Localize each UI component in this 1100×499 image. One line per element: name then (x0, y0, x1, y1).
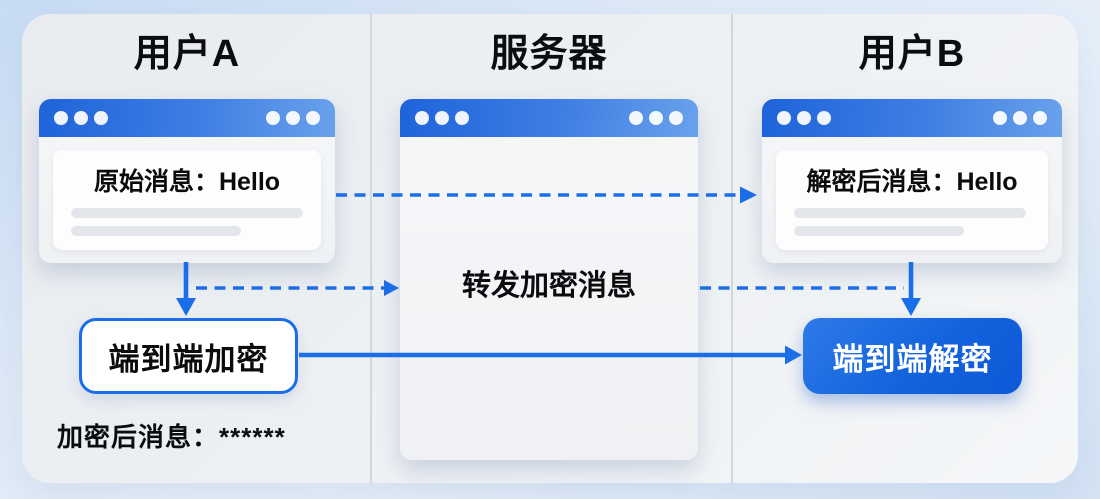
window-dot-icon (649, 111, 663, 125)
window-dot-icon (1033, 111, 1047, 125)
window-dot-icon (669, 111, 683, 125)
window-dots-left (777, 111, 831, 125)
encrypt-node: 端到端加密 (79, 318, 298, 394)
window-dot-icon (1013, 111, 1027, 125)
message-card-user-a: 原始消息：Hello (53, 150, 321, 250)
window-dot-icon (286, 111, 300, 125)
placeholder-line (71, 226, 241, 236)
window-dot-icon (455, 111, 469, 125)
placeholder-line (794, 208, 1026, 218)
window-dot-icon (817, 111, 831, 125)
window-dots-left (54, 111, 108, 125)
window-dots-right (993, 111, 1047, 125)
placeholder-line (794, 226, 964, 236)
forward-encrypted-message-label: 转发加密消息 (461, 270, 636, 302)
window-titlebar (400, 99, 698, 137)
decrypted-message-text: 解密后消息：Hello (806, 168, 1018, 196)
message-card-user-b: 解密后消息：Hello (776, 150, 1048, 250)
window-titlebar (39, 99, 335, 137)
window-dot-icon (74, 111, 88, 125)
window-dot-icon (777, 111, 791, 125)
window-dot-icon (435, 111, 449, 125)
window-dot-icon (54, 111, 68, 125)
window-dots-left (415, 111, 469, 125)
window-user-a: 原始消息：Hello (39, 99, 335, 263)
window-dots-right (266, 111, 320, 125)
column-header-user-a: 用户A (133, 33, 241, 75)
column-header-server: 服务器 (490, 33, 608, 75)
column-divider-right (731, 14, 733, 483)
window-dot-icon (266, 111, 280, 125)
window-dot-icon (306, 111, 320, 125)
column-header-user-b: 用户B (858, 33, 966, 75)
window-dot-icon (415, 111, 429, 125)
window-dot-icon (797, 111, 811, 125)
window-dot-icon (993, 111, 1007, 125)
window-dot-icon (94, 111, 108, 125)
column-divider-left (370, 14, 372, 483)
window-user-b: 解密后消息：Hello (762, 99, 1062, 263)
placeholder-line (71, 208, 303, 218)
decrypt-node: 端到端解密 (803, 318, 1022, 394)
encrypted-message-note: 加密后消息：****** (57, 422, 286, 452)
window-dot-icon (629, 111, 643, 125)
window-titlebar (762, 99, 1062, 137)
window-server: 转发加密消息 (400, 99, 698, 460)
original-message-text: 原始消息：Hello (93, 168, 281, 196)
window-dots-right (629, 111, 683, 125)
